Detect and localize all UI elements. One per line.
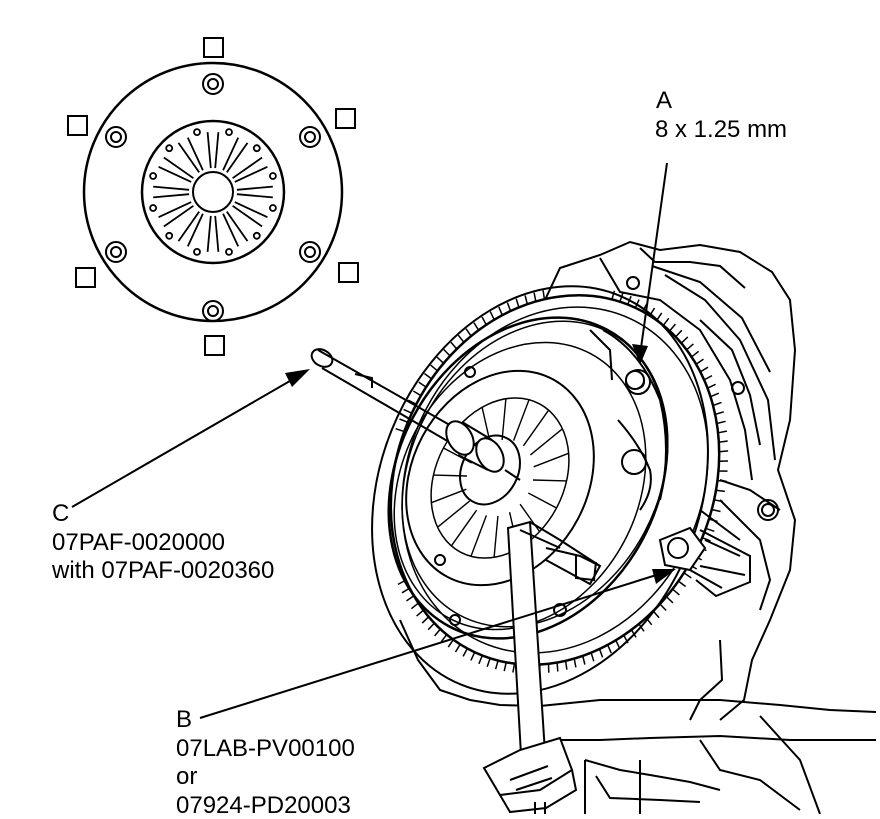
sequence-marker [336, 109, 355, 128]
callout-b-letter: B [176, 708, 192, 732]
sequence-marker [205, 336, 224, 355]
callout-c-letter: C [52, 502, 69, 526]
leader-c [72, 374, 302, 507]
bolt-a [626, 371, 644, 389]
callout-b-part-number: 07LAB-PV00100 [176, 737, 355, 761]
callout-b-alt-part-number: 07924-PD20003 [176, 794, 351, 818]
callout-b-or: or [176, 765, 197, 789]
callout-c-part-number: 07PAF-0020000 [52, 531, 225, 555]
sequence-marker [76, 268, 95, 287]
callout-a-spec: 8 x 1.25 mm [655, 118, 787, 142]
sequence-marker [204, 38, 223, 57]
callout-a-letter: A [656, 89, 672, 113]
leader-lines [72, 163, 667, 718]
arrowhead-c [285, 369, 310, 387]
sequence-marker [68, 116, 87, 135]
callout-c-attachment: with 07PAF-0020360 [52, 559, 274, 583]
flywheel-holder-tool [484, 500, 770, 814]
sequence-marker [339, 263, 358, 282]
bolt-pattern-inset [68, 38, 358, 355]
flywheel [313, 235, 779, 744]
engine-housing [545, 242, 795, 720]
